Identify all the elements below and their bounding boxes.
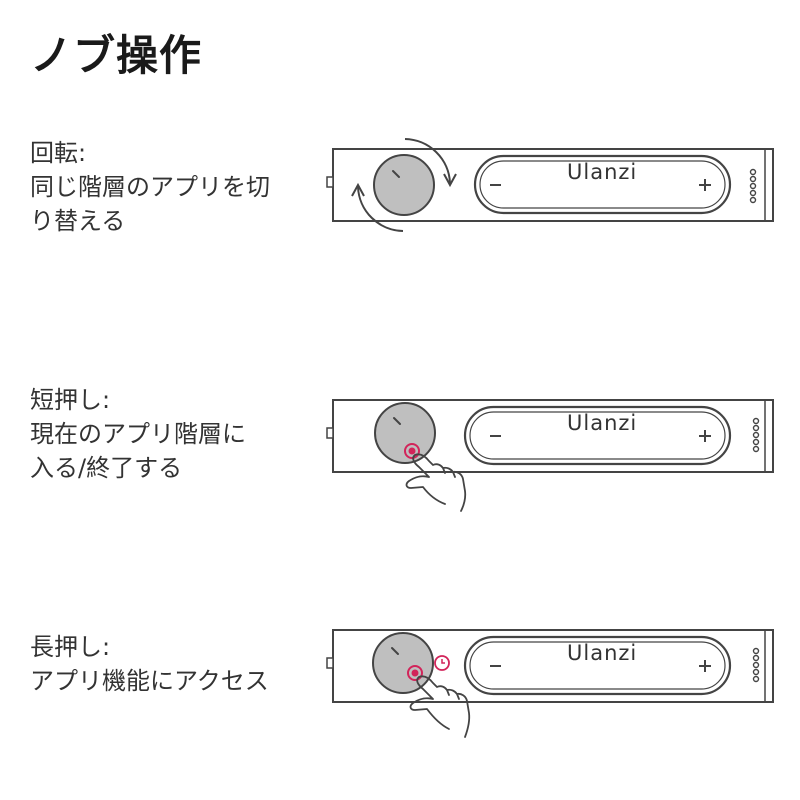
long-press-description: 長押し: アプリ機能にアクセス bbox=[30, 630, 269, 698]
rotate-desc-line-2: り替える bbox=[30, 207, 126, 235]
rotate-arrows-icon bbox=[351, 138, 457, 232]
long-press-label: 長押し: bbox=[30, 633, 111, 661]
short-press-desc-line-2: 入る/終了する bbox=[30, 454, 183, 482]
finger-tap-icon bbox=[409, 675, 471, 738]
long-press-desc-line-1: アプリ機能にアクセス bbox=[30, 667, 269, 695]
device-rotate: Ulanzi bbox=[325, 138, 780, 232]
device-short-press: Ulanzi bbox=[325, 391, 780, 512]
short-press-label: 短押し: bbox=[30, 386, 111, 414]
clock-icon bbox=[434, 655, 450, 671]
knob bbox=[372, 632, 434, 694]
device-illustration bbox=[326, 629, 774, 738]
press-point-icon bbox=[404, 443, 420, 459]
rotate-label: 回転: bbox=[30, 139, 87, 167]
rotate-desc-line-1: 同じ階層のアプリを切 bbox=[30, 173, 270, 201]
short-press-description: 短押し: 現在のアプリ階層に 入る/終了する bbox=[30, 383, 246, 485]
speaker-dots-icon bbox=[749, 168, 757, 204]
brand-label: Ulanzi bbox=[567, 641, 638, 665]
brand-label: Ulanzi bbox=[567, 411, 638, 435]
rotate-description: 回転: 同じ階層のアプリを切 り替える bbox=[30, 136, 270, 238]
press-point-icon bbox=[407, 665, 423, 681]
brand-label: Ulanzi bbox=[567, 160, 638, 184]
speaker-dots-icon bbox=[752, 647, 760, 683]
speaker-dots-icon bbox=[752, 417, 760, 453]
device-illustration bbox=[326, 138, 774, 232]
device-illustration bbox=[326, 399, 774, 512]
knob bbox=[374, 402, 436, 464]
short-press-desc-line-1: 現在のアプリ階層に bbox=[30, 420, 246, 448]
page-title: ノブ操作 bbox=[30, 31, 203, 80]
knob bbox=[373, 154, 435, 216]
finger-tap-icon bbox=[405, 453, 467, 512]
device-long-press: Ulanzi bbox=[325, 621, 780, 738]
